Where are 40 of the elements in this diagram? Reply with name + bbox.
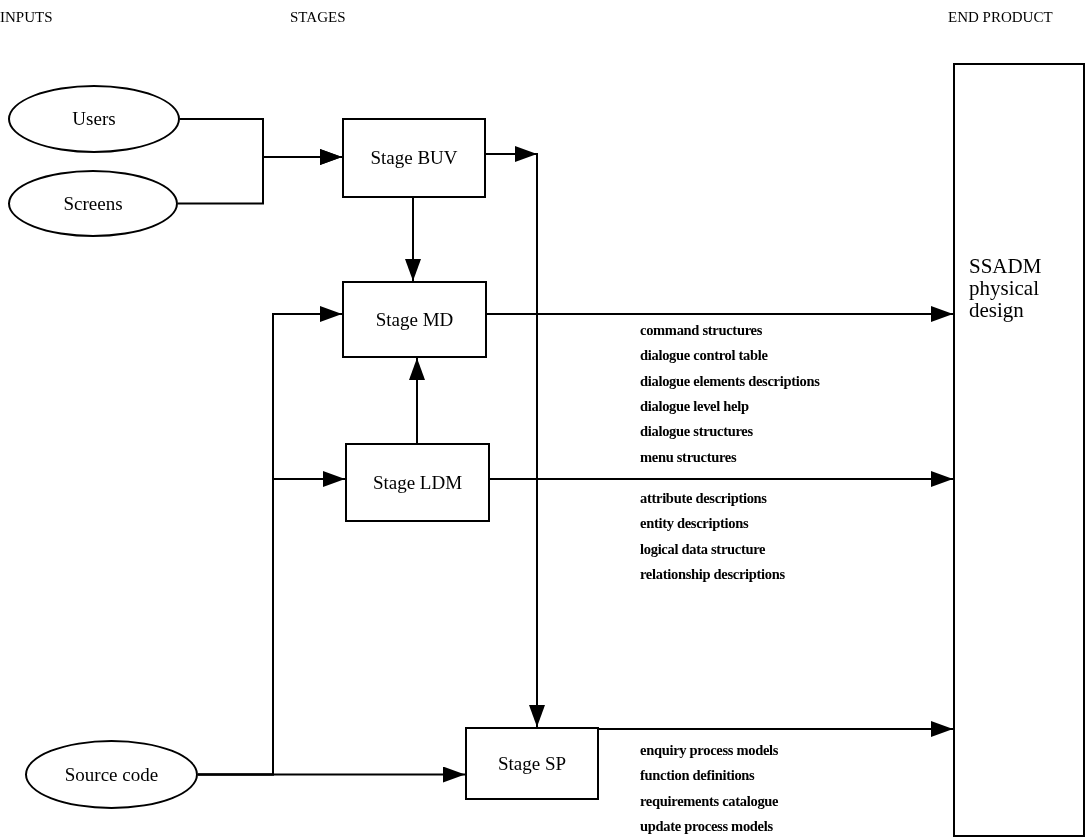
stage-box	[342, 281, 487, 358]
arrow	[489, 471, 954, 487]
product-item: function definitions	[640, 767, 755, 785]
arrow	[486, 306, 954, 322]
node-label: Stage MD	[375, 308, 454, 331]
arrow	[598, 721, 954, 737]
arrow	[409, 357, 425, 444]
product-item: requirements catalogue	[640, 792, 779, 810]
stage-box	[342, 118, 486, 198]
product-item: enquiry process models	[640, 742, 779, 759]
stage-box	[465, 727, 599, 800]
arrow	[197, 766, 466, 783]
product-item: command structures	[640, 322, 762, 339]
node-label: Users	[72, 108, 116, 130]
node-label: Stage SP	[497, 752, 567, 775]
product-item: relationship descriptions	[640, 565, 785, 583]
column-heading: INPUTS	[0, 9, 53, 26]
product-item: update process models	[640, 817, 773, 835]
product-item: logical data structure	[640, 540, 766, 558]
input-ellipse	[8, 85, 180, 153]
product-item: attribute descriptions	[640, 490, 767, 507]
input-ellipse	[8, 170, 178, 237]
product-item: dialogue elements descriptions	[640, 372, 820, 390]
stage-box	[345, 443, 490, 522]
node-label: Stage LDM	[372, 471, 463, 494]
end-product-box	[953, 63, 1085, 837]
product-item: dialogue control table	[640, 347, 768, 365]
node-label: Screens	[63, 192, 123, 215]
node-label: Stage BUV	[370, 147, 458, 169]
arrow	[405, 197, 421, 282]
node-label: SSADM physical design	[969, 255, 1043, 322]
column-heading: STAGES	[290, 9, 346, 26]
product-item: dialogue level help	[640, 397, 749, 415]
product-item: menu structures	[640, 448, 737, 466]
input-ellipse	[25, 740, 198, 809]
product-item: entity descriptions	[640, 515, 749, 533]
product-item: dialogue structures	[640, 423, 753, 441]
node-label: Source code	[64, 763, 159, 786]
arrow	[485, 146, 545, 728]
column-heading: END PRODUCT	[948, 9, 1053, 26]
